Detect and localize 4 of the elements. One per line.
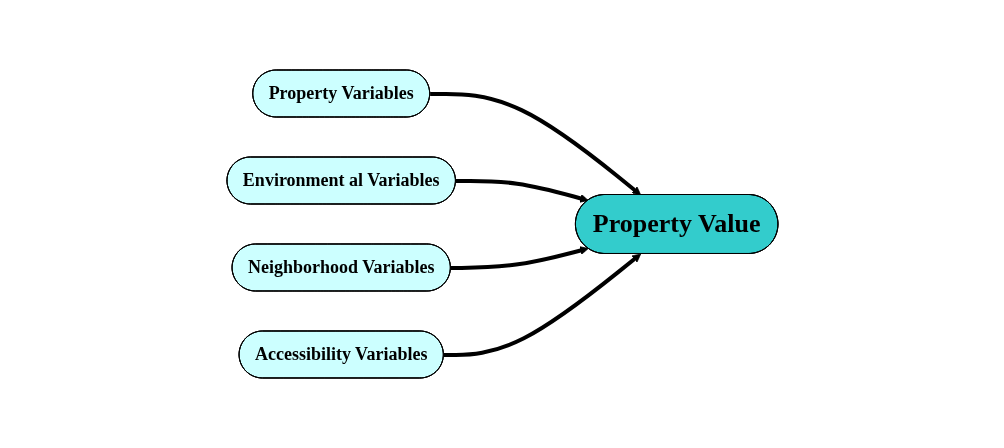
arrow xyxy=(429,91,641,196)
arrow xyxy=(443,253,641,357)
arrow xyxy=(450,246,589,270)
arrow xyxy=(455,178,589,203)
